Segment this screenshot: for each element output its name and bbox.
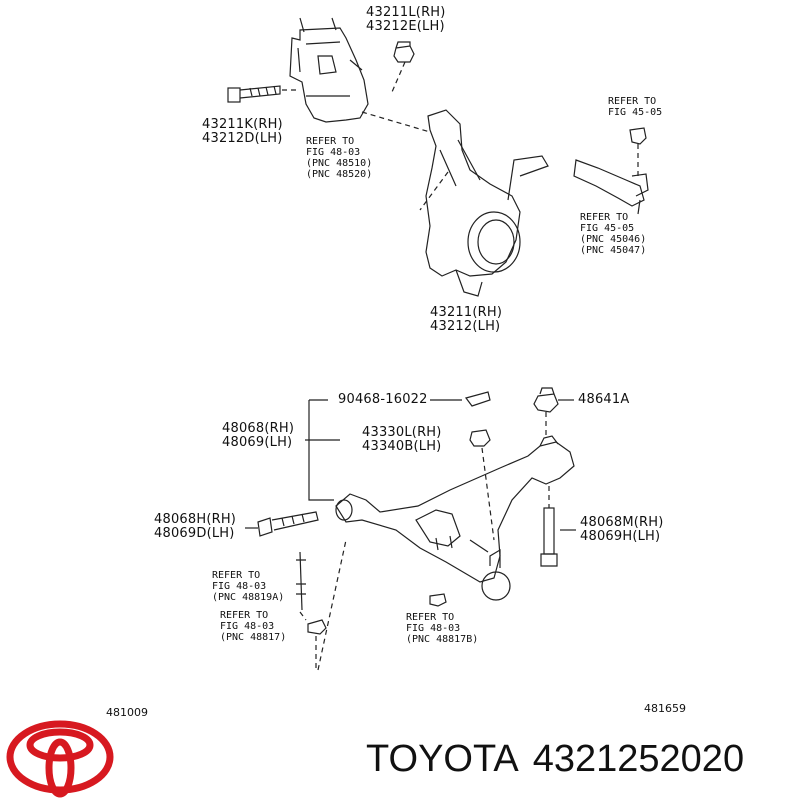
hub-nut-label-rh: 43211L(RH) [366, 5, 446, 20]
hub-bolt-part [227, 85, 281, 103]
knuckle-label-lh: 43212(LH) [430, 319, 501, 334]
toyota-logo [6, 720, 114, 798]
cotter-pin [464, 391, 491, 407]
nut-48641a-label: 48641A [578, 392, 630, 407]
tie-rod-top-reference: REFER TO FIG 45-05 [608, 96, 663, 118]
ball-nut-label-rh: 43330L(RH) [362, 425, 442, 440]
strut-reference: REFER TO FIG 48-03 (PNC 48510) (PNC 4852… [306, 136, 373, 180]
hub-nut-part [393, 41, 415, 63]
arm-bolt-label-lh: 48069H(LH) [580, 529, 661, 544]
arm-bolt-part [540, 486, 576, 567]
tie-rod-nut [629, 127, 647, 176]
bushing-bolt-label-lh: 48069D(LH) [154, 526, 235, 541]
stabilizer-bushing-reference: REFER TO FIG 48-03 (PNC 48817) [220, 610, 287, 643]
bushing-bolt-label-rh: 48068H(RH) [154, 512, 237, 527]
caption-left: 481009 [106, 706, 148, 719]
strut-bracket [289, 17, 369, 123]
brand-line: TOYOTA 4321252020 [366, 738, 758, 781]
knuckle-label-rh: 43211(RH) [430, 305, 503, 320]
hub-bolt-label-lh: 43212D(LH) [202, 131, 283, 146]
nut-48641a [533, 387, 574, 436]
arm-label-lh: 48069(LH) [222, 435, 293, 450]
stabilizer-link-reference: REFER TO FIG 48-03 (PNC 48819A) [212, 570, 285, 603]
arm-label-rh: 48068(RH) [222, 421, 295, 436]
part-number: 4321252020 [532, 738, 745, 780]
tie-rod-end-reference: REFER TO FIG 45-05 (PNC 45046) (PNC 4504… [580, 212, 647, 256]
hub-nut-label-lh: 43212E(LH) [366, 19, 445, 34]
bushing-bolt-part [245, 511, 319, 537]
steering-knuckle [425, 109, 549, 297]
stabilizer-link [296, 551, 306, 611]
brand-name: TOYOTA [366, 738, 519, 780]
arm-bolt-label-rh: 48068M(RH) [580, 515, 664, 530]
arm-bushing-part [429, 593, 447, 607]
stabilizer-bushing-part [307, 619, 327, 635]
clip-label: 90468-16022 [338, 392, 428, 407]
lower-control-arm [335, 435, 575, 601]
tie-rod-end [573, 159, 649, 215]
ball-joint-nut [469, 429, 495, 541]
arm-bushing-reference: REFER TO FIG 48-03 (PNC 48817B) [406, 612, 479, 645]
hub-bolt-label-rh: 43211K(RH) [202, 117, 283, 132]
ball-nut-label-lh: 43340B(LH) [362, 439, 442, 454]
caption-right: 481659 [644, 702, 686, 715]
